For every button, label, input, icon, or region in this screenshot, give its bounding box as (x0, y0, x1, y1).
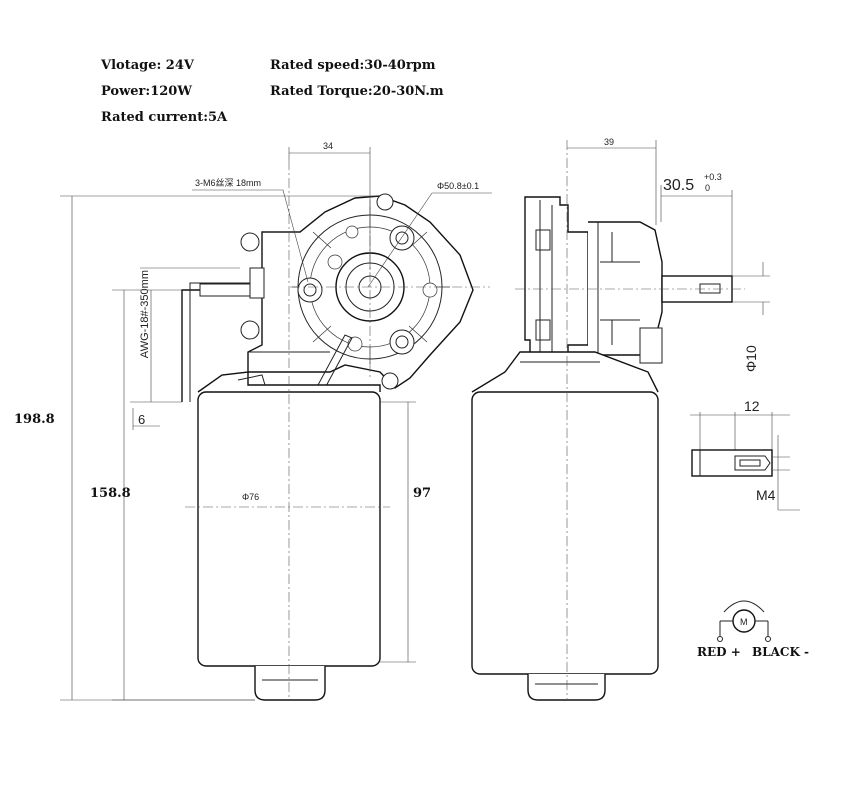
dim-motor-height: 158.8 (90, 486, 131, 501)
dim-front-top: 34 (323, 141, 333, 151)
front-dimensions: 34 3-M6丝深 18mm Φ50.8±0.1 AWG-18#-350mm 6… (14, 141, 492, 701)
dim-side-top: 39 (604, 137, 614, 147)
wire-spec: AWG-18#-350mm (139, 270, 151, 358)
dim-shaft-length: 30.5 (663, 177, 694, 194)
spec-torque: Rated Torque:20-30N.m (270, 84, 444, 99)
side-dimensions: 39 30.5 +0.3 0 Φ10 (567, 137, 770, 372)
dim-gear-diameter: Φ50.8±0.1 (437, 181, 479, 191)
black-lead-label: BLACK - (752, 645, 809, 659)
dim-motor-diameter: Φ76 (242, 492, 259, 502)
side-view (471, 140, 745, 701)
front-motor-neck (197, 371, 381, 393)
side-flange (524, 196, 589, 361)
tol-lower: 0 (705, 183, 710, 193)
spec-power: Power:120W (101, 84, 192, 99)
front-gearbox-housing (240, 193, 474, 390)
tol-upper: +0.3 (704, 172, 722, 182)
dim-detail-thread: M4 (756, 487, 776, 503)
dim-detail-length: 12 (744, 398, 760, 414)
thread-note: 3-M6丝深 18mm (195, 177, 261, 188)
side-end-cap (527, 674, 606, 701)
spec-voltage: Vlotage: 24V (101, 58, 194, 73)
spec-speed: Rated speed:30-40rpm (270, 58, 436, 73)
dim-can-length: 97 (413, 486, 431, 501)
dim-shaft-diameter: Φ10 (743, 345, 759, 372)
wiring-diagram: M RED + BLACK - (697, 600, 809, 659)
side-motor-can (471, 391, 659, 675)
red-lead-label: RED + (697, 645, 741, 659)
dim-total-height: 198.8 (14, 412, 55, 427)
motor-symbol-label: M (740, 617, 748, 627)
front-end-cap (254, 666, 326, 701)
dim-wire-offset: 6 (138, 412, 145, 427)
spec-current: Rated current:5A (101, 110, 228, 125)
front-view (181, 160, 490, 701)
shaft-detail: 12 M4 (690, 398, 800, 511)
